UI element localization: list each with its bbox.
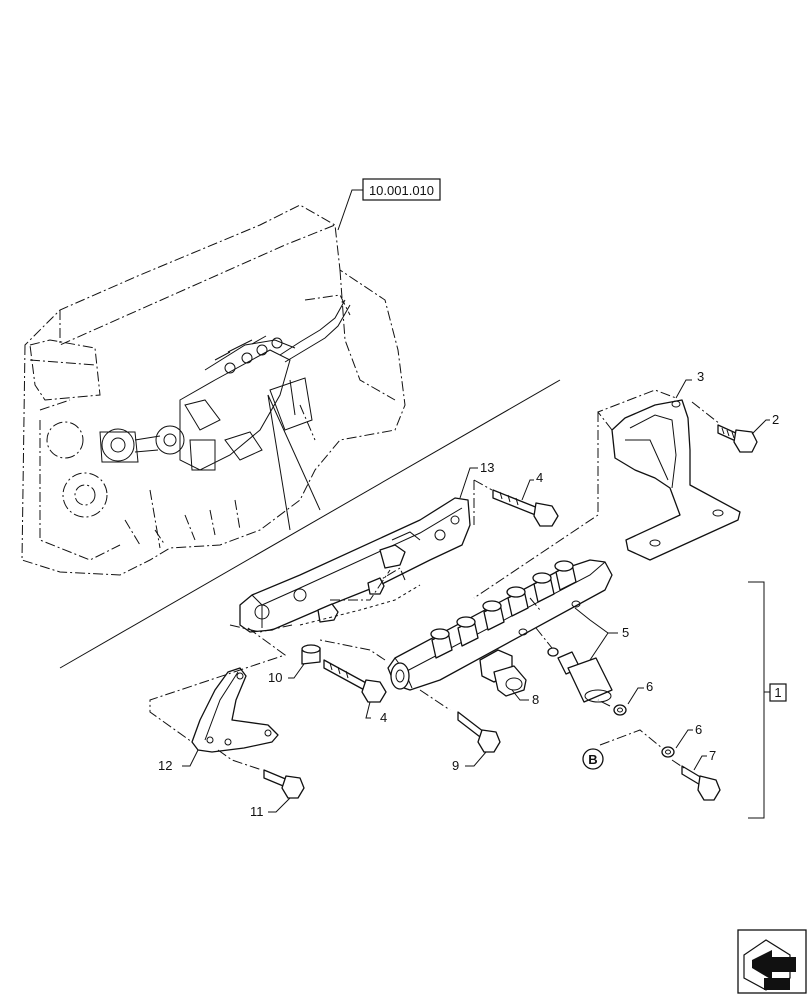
callout-9: 9 (452, 758, 459, 773)
callout-2: 2 (772, 412, 779, 427)
part-10-spacer (301, 644, 321, 665)
reference-callout: 10.001.010 (337, 178, 441, 231)
engine-outline (21, 204, 406, 576)
callout-4-upper: 4 (536, 470, 543, 485)
callout-3: 3 (697, 369, 704, 384)
part-12-bracket (191, 667, 279, 753)
view-marker-b: B (582, 748, 604, 770)
callout-6-upper: 6 (646, 679, 653, 694)
reference-label: 10.001.010 (369, 183, 434, 198)
part-8-sensor (479, 649, 527, 697)
view-marker-label: B (588, 752, 597, 767)
group-bracket (748, 581, 787, 819)
callout-1: 1 (774, 685, 781, 700)
next-page-arrow-icon[interactable] (737, 929, 807, 994)
detail-wedge (59, 379, 561, 669)
part-3-bracket (611, 399, 741, 561)
callout-12: 12 (158, 758, 172, 773)
part-5-fuel-rail (387, 559, 613, 691)
part-7-banjo-bolt (681, 765, 721, 801)
callout-11: 11 (250, 804, 264, 819)
callout-5: 5 (622, 625, 629, 640)
part-9-bolt (457, 711, 501, 753)
injection-pump-sketch (99, 294, 351, 471)
callout-labels: 1 2 3 4 4 5 6 6 7 8 9 10 11 12 13 (158, 369, 782, 819)
leader-lines (182, 379, 770, 813)
callout-4-lower: 4 (380, 710, 387, 725)
callout-10: 10 (268, 670, 282, 685)
callout-8: 8 (532, 692, 539, 707)
callout-7: 7 (709, 748, 716, 763)
part-4-upper-bolt (492, 489, 559, 527)
callout-6-lower: 6 (695, 722, 702, 737)
part-11-bolt (263, 769, 305, 799)
part-6-washers (613, 704, 675, 758)
part-2-bolt (717, 424, 758, 453)
assembly-lines (149, 389, 721, 771)
part-13-rail-bracket (239, 497, 471, 633)
callout-13: 13 (480, 460, 494, 475)
part-4-lower-bolt (323, 659, 387, 703)
part-5-relief-valve (547, 647, 613, 703)
rail-outlets (430, 560, 577, 659)
